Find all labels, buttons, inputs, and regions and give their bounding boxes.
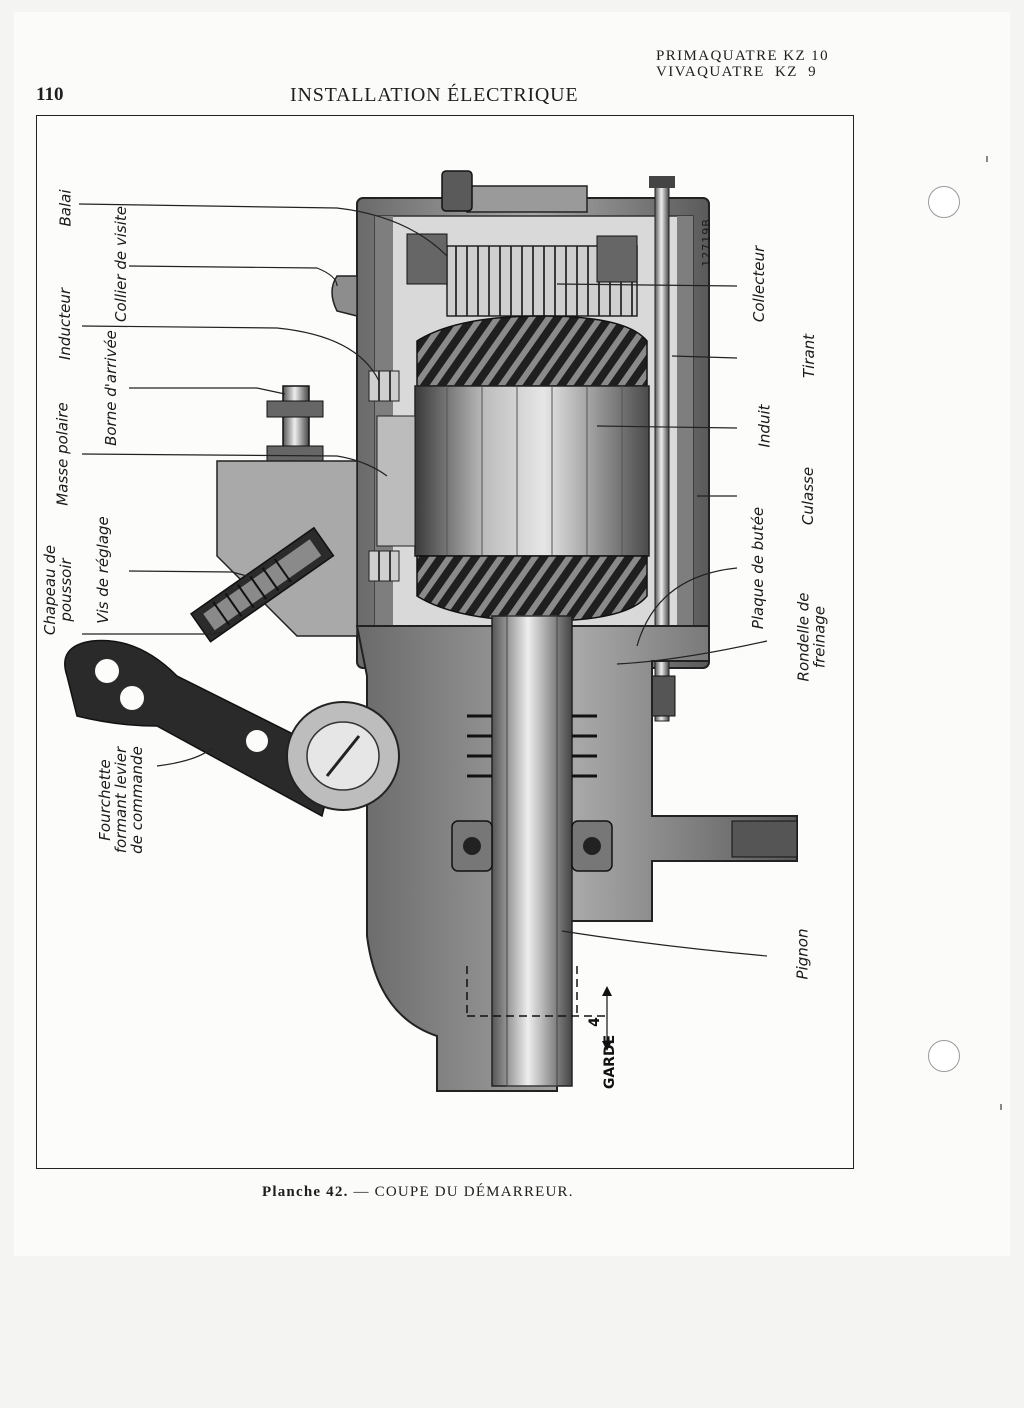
model-designation: PRIMAQUATRE KZ 10 VIVAQUATRE KZ 9	[656, 48, 829, 80]
label-masse-polaire: Masse polaire	[53, 402, 72, 506]
label-collier-de-visite: Collier de visite	[111, 206, 130, 322]
label-balai: Balai	[56, 189, 75, 227]
page-number: 110	[36, 84, 64, 105]
label-tirant: Tirant	[800, 333, 819, 379]
running-title: INSTALLATION ÉLECTRIQUE	[290, 84, 579, 106]
label-inducteur: Inducteur	[56, 288, 74, 360]
label-borne-d-arrivee: Borne d'arrivée	[101, 330, 120, 446]
label-collecteur: Collecteur	[750, 245, 769, 323]
label-chapeau-de-poussoir: Chapeau de poussoir	[41, 544, 76, 636]
caption-plate-number: Planche 42.	[262, 1184, 349, 1200]
punch-hole-bottom	[928, 1040, 960, 1072]
label-fourchette-levier: Fourchette formant levier de commande	[95, 746, 146, 854]
margin-mark	[986, 156, 988, 162]
figure-frame: 12719B Balai Collier de visite Inducteur…	[36, 115, 854, 1169]
gap-value: 4	[586, 1017, 603, 1027]
label-induit: Induit	[755, 404, 774, 448]
caption-text: COUPE DU DÉMARREUR.	[374, 1184, 574, 1200]
figure-caption: Planche 42. — COUPE DU DÉMARREUR.	[262, 1184, 574, 1201]
punch-hole-top	[928, 186, 960, 218]
label-vis-de-reglage: Vis de réglage	[93, 516, 112, 624]
label-pignon: Pignon	[793, 928, 812, 980]
label-plaque-de-butee: Plaque de butée	[749, 506, 768, 630]
caption-dash: —	[353, 1184, 370, 1200]
label-culasse: Culasse	[799, 466, 818, 526]
margin-mark	[1000, 1104, 1002, 1110]
label-rondelle-de-freinage: Rondelle de freinage	[794, 592, 829, 682]
drawing-reference-code: 12719B	[699, 218, 713, 267]
starter-cross-section-drawing	[64, 170, 798, 1092]
gap-label: GARDE	[602, 1034, 619, 1090]
